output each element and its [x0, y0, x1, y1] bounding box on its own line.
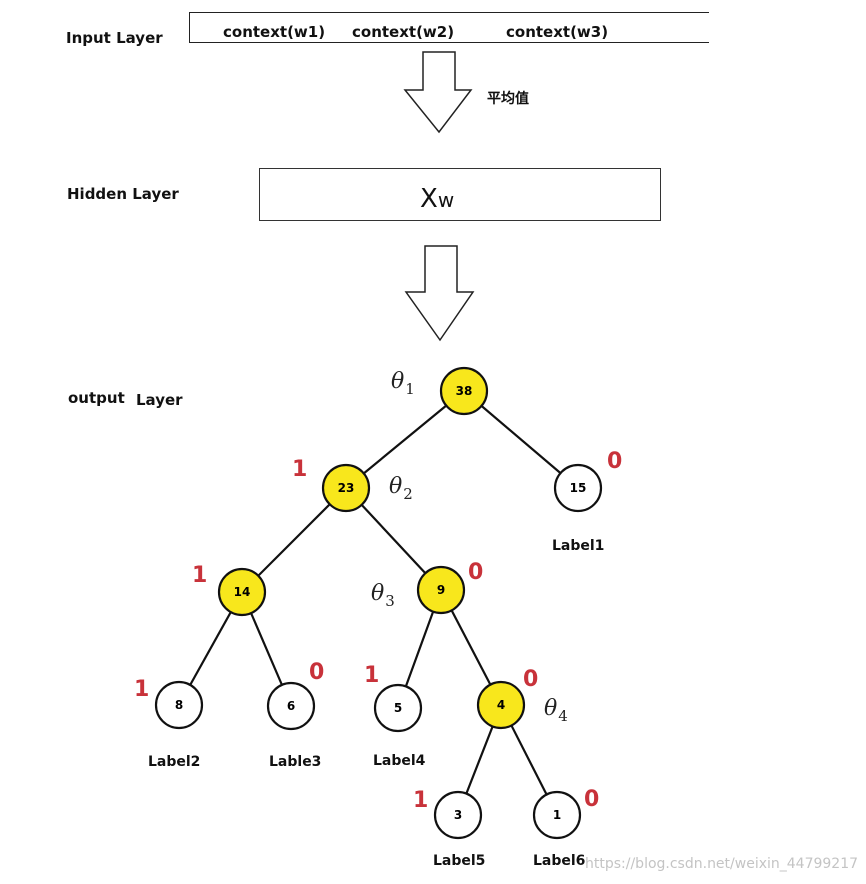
tree-node-value: 14: [234, 585, 251, 599]
tree-node-value: 1: [553, 808, 561, 822]
context-w3: context(w3): [506, 23, 609, 41]
tree-node-value: 9: [437, 583, 445, 597]
theta-parameter-label: θ4: [544, 696, 568, 725]
leaf-label: Label5: [433, 853, 485, 869]
tree-node-23: [321, 463, 371, 513]
tree-node-3: [433, 790, 483, 840]
tree-edge: [241, 487, 347, 593]
branch-bit-label: 0: [584, 787, 599, 812]
leaf-label: Label1: [552, 538, 604, 554]
branch-bit-label: 1: [292, 457, 307, 482]
tree-edge: [463, 390, 579, 489]
tree-node-9: [416, 565, 466, 615]
hidden-layer-label: Hidden Layer: [67, 185, 179, 203]
average-label: 平均值: [487, 91, 529, 107]
input-layer-label: Input Layer: [66, 29, 163, 47]
context-w1: context(w1): [223, 23, 326, 41]
tree-node-value: 6: [287, 699, 295, 713]
context-w2: context(w2): [352, 23, 455, 41]
branch-bit-label: 0: [468, 560, 483, 585]
tree-node-8: [154, 680, 204, 730]
tree-node-38: [439, 366, 489, 416]
input-layer-box: [189, 12, 709, 43]
theta-parameter-label: θ2: [389, 474, 413, 503]
tree-node-value: 15: [570, 481, 587, 495]
tree-node-value: 8: [175, 698, 183, 712]
hidden-layer-box: [259, 168, 661, 221]
tree-node-value: 3: [454, 808, 462, 822]
branch-bit-label: 1: [413, 788, 428, 813]
tree-node-14: [217, 567, 267, 617]
tree-node-5: [373, 683, 423, 733]
hidden-vector-label: Xw: [420, 186, 454, 212]
tree-node-value: 23: [338, 481, 355, 495]
output-layer-label-word2: Layer: [136, 391, 183, 409]
branch-bit-label: 0: [309, 660, 324, 685]
tree-node-6: [266, 681, 316, 731]
down-arrow-icon: [404, 245, 475, 342]
tree-node-1: [532, 790, 582, 840]
branch-bit-label: 1: [364, 663, 379, 688]
hidden-vector-sub: w: [437, 188, 455, 212]
leaf-label: Label4: [373, 753, 426, 769]
tree-node-value: 4: [497, 698, 505, 712]
tree-node-15: [553, 463, 603, 513]
hidden-vector-main: X: [420, 184, 438, 214]
theta-parameter-label: θ3: [371, 581, 395, 610]
branch-bit-label: 0: [523, 667, 538, 692]
down-arrow-icon: [403, 51, 473, 134]
branch-bit-label: 1: [192, 563, 207, 588]
leaf-label: Label6: [533, 853, 585, 869]
tree-node-value: 5: [394, 701, 402, 715]
output-layer-label-word1: output: [68, 389, 125, 407]
watermark: https://blog.csdn.net/weixin_44799217: [585, 856, 859, 872]
theta-parameter-label: θ1: [391, 369, 415, 398]
branch-bit-label: 1: [134, 677, 149, 702]
tree-node-4: [476, 680, 526, 730]
leaf-label: Label2: [148, 754, 200, 770]
leaf-label: Lable3: [269, 754, 321, 770]
branch-bit-label: 0: [607, 449, 622, 474]
tree-node-value: 38: [456, 384, 473, 398]
tree-edge: [345, 390, 465, 489]
